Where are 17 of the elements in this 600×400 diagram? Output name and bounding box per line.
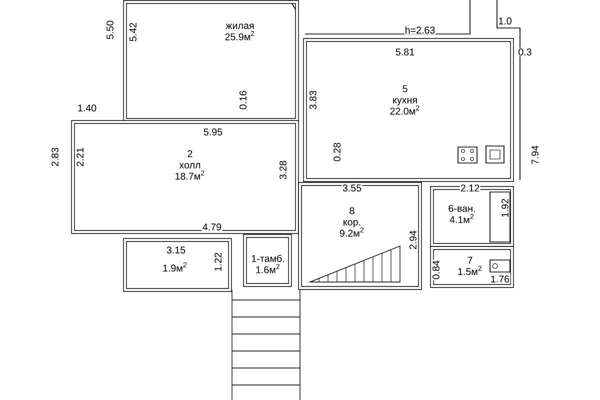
room-outline: [123, 238, 232, 292]
room-label: 6-ван. 4.1м$^{2}$: [446, 204, 478, 224]
room-outline: [243, 234, 292, 287]
room-outline: [298, 182, 422, 290]
room-label: 5 кухня 22.0м$^{2}$: [388, 84, 422, 116]
room-label: 8 кор. 9.2м$^{2}$: [338, 206, 366, 238]
room-label: 1-тамб. 1.6м$^{2}$: [250, 253, 286, 275]
room-label: жилая 25.9м$^{2}$: [223, 22, 257, 42]
room-outline: [303, 38, 514, 182]
room-label: 7 1.5м$^{2}$: [456, 256, 484, 276]
room-outline: [71, 120, 299, 234]
room-label: 1.9м$^{2}$: [161, 260, 189, 274]
room-label: 2 холл 18.7м$^{2}$: [173, 148, 207, 182]
room-outline: [430, 186, 514, 247]
dimension-label: h=2.63: [404, 26, 436, 34]
room-outline: [123, 0, 299, 122]
room-outline: [430, 246, 514, 288]
